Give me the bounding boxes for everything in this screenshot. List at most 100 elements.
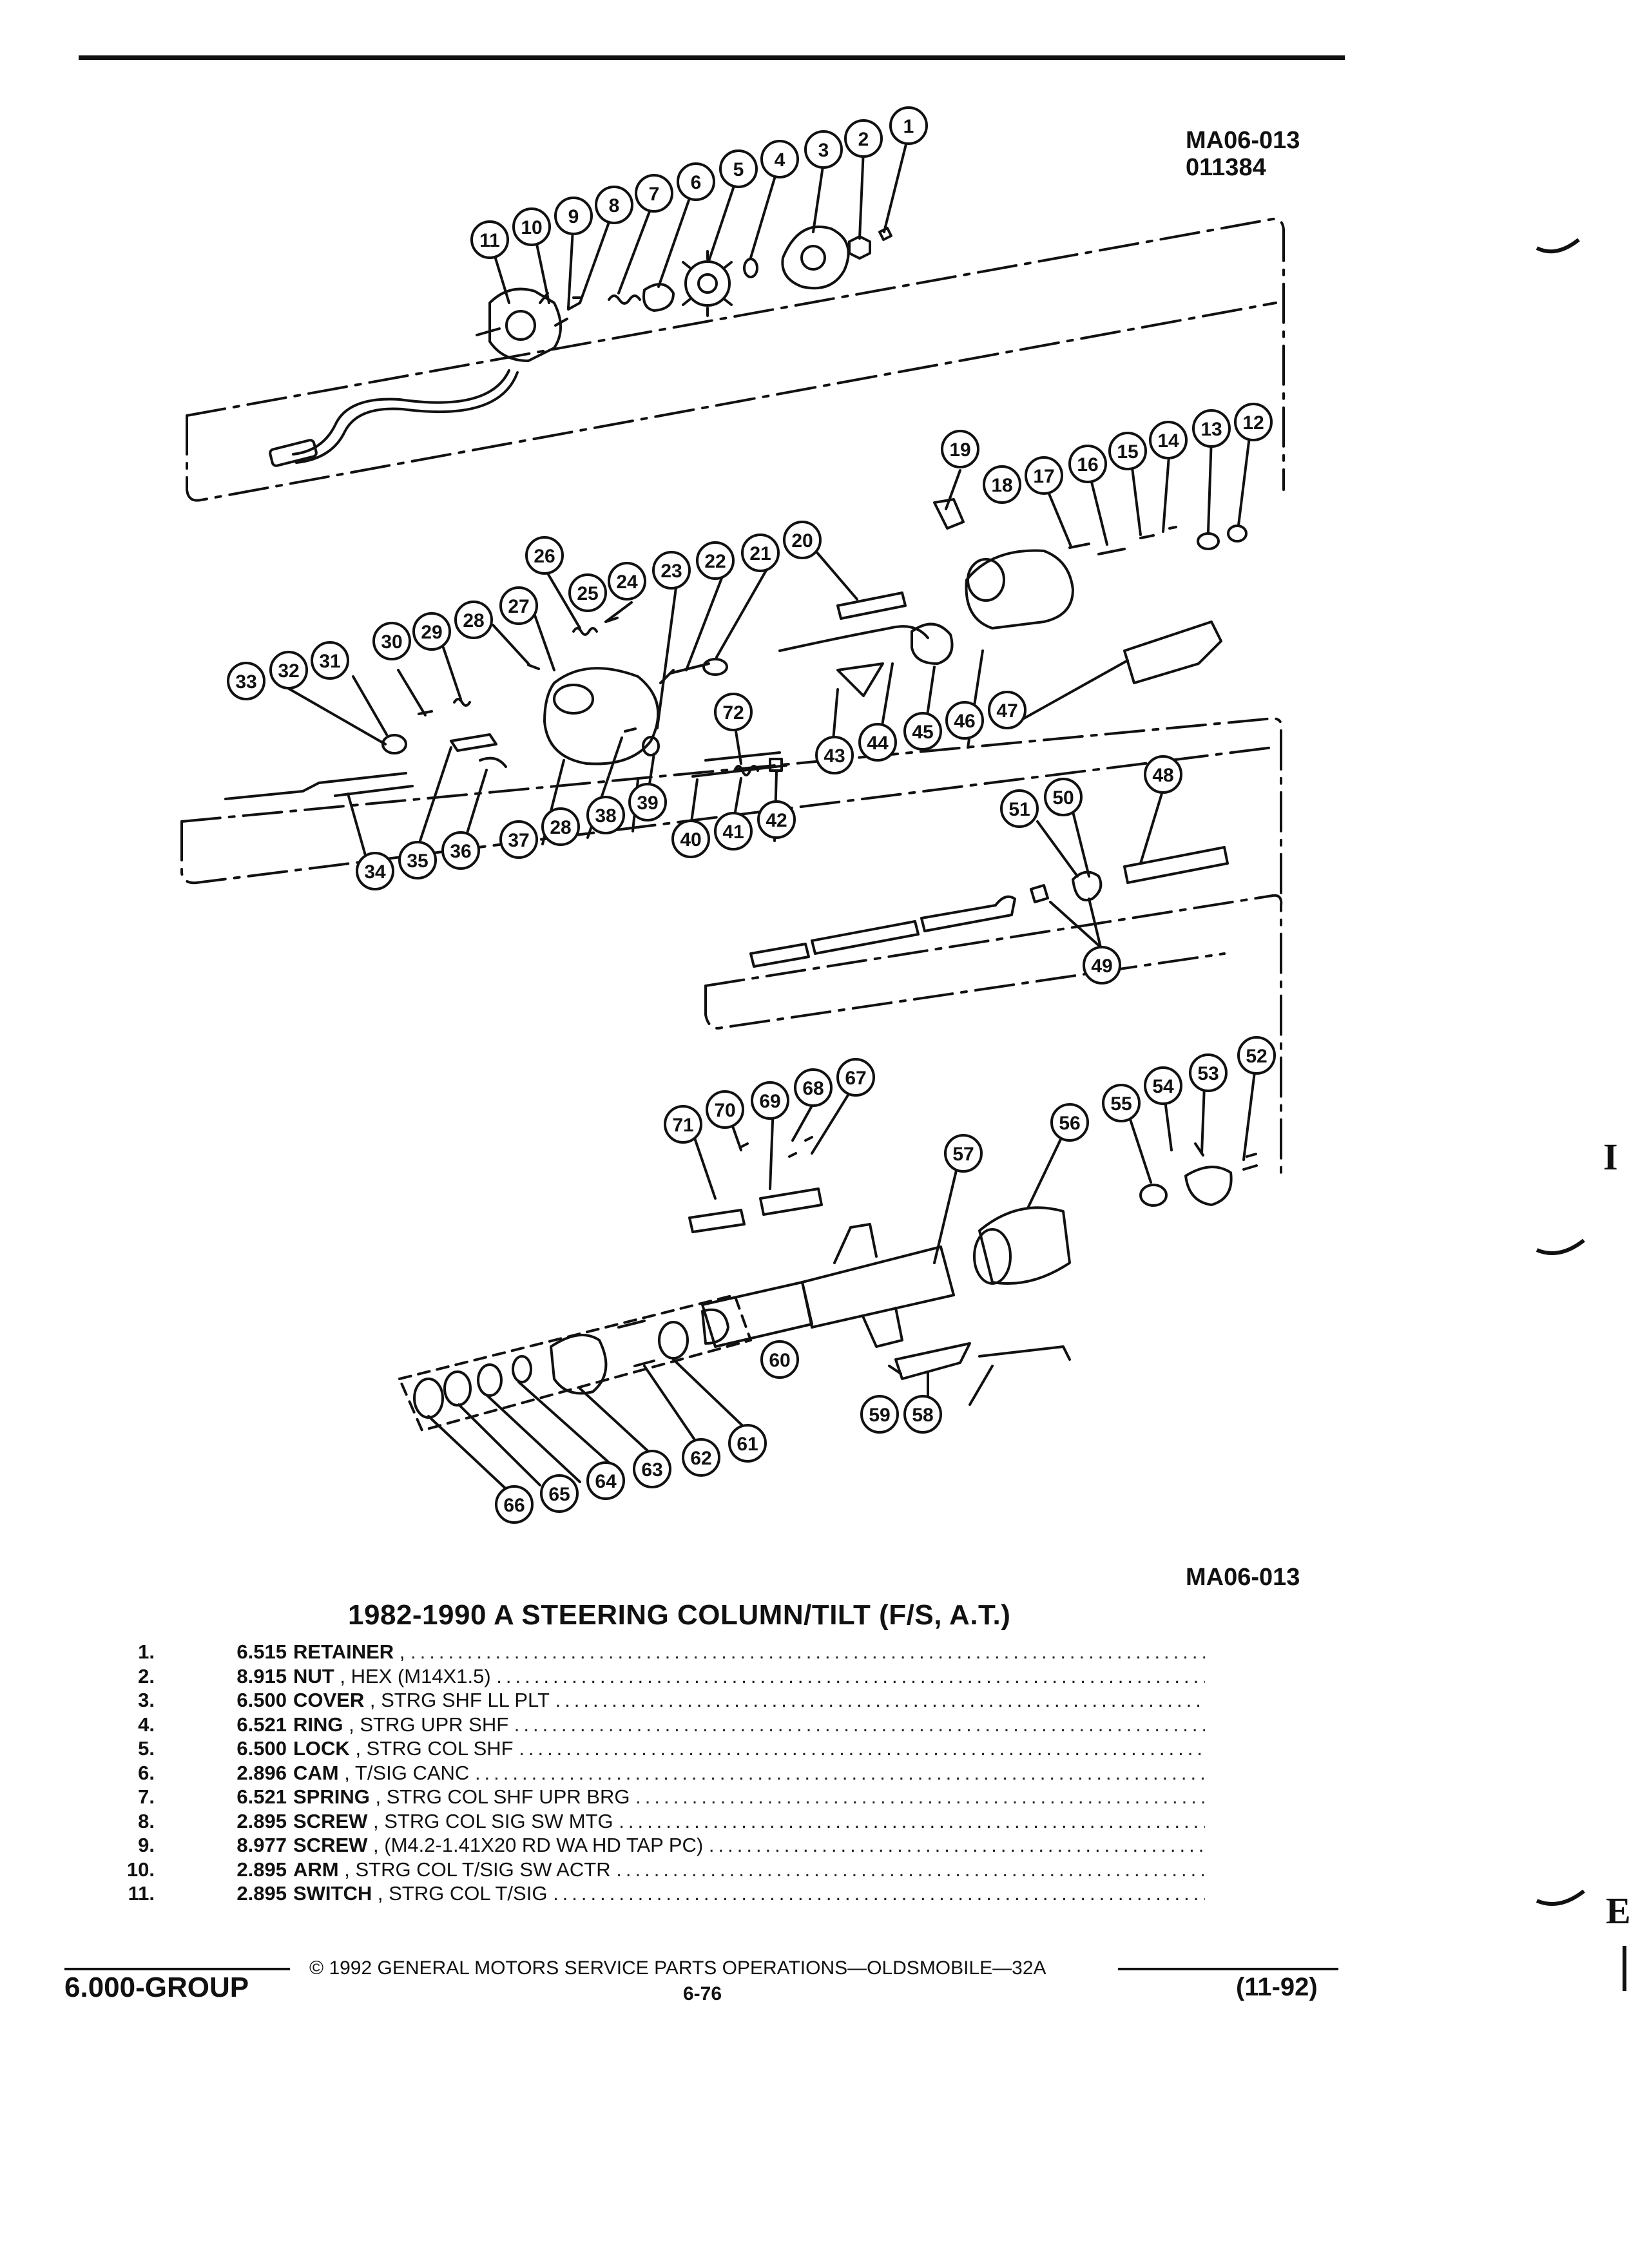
page-edge-marks <box>1536 238 1626 1991</box>
callout-42: 42 <box>766 810 787 831</box>
callout-36: 36 <box>450 841 471 862</box>
callout-26: 26 <box>534 546 555 567</box>
callout-21: 21 <box>749 543 771 564</box>
callout-40: 40 <box>680 829 701 850</box>
drawing-code: MA06-013 <box>1186 127 1300 154</box>
callout-32: 32 <box>278 660 299 682</box>
callout-3: 3 <box>818 140 829 161</box>
callout-29: 29 <box>421 622 442 643</box>
callout-47: 47 <box>996 700 1017 722</box>
callout-51: 51 <box>1008 799 1030 820</box>
drawing-number: 011384 <box>1186 154 1266 181</box>
callout-25: 25 <box>577 583 598 604</box>
callout-9: 9 <box>568 206 579 227</box>
callout-72: 72 <box>722 702 744 724</box>
edge-mark-i: I <box>1603 1136 1618 1178</box>
callout-44: 44 <box>867 733 889 754</box>
callout-60: 60 <box>769 1350 790 1371</box>
callout-55: 55 <box>1110 1093 1132 1115</box>
footer-rule-right <box>1118 1968 1338 1970</box>
callout-18: 18 <box>991 475 1012 496</box>
callout-50: 50 <box>1052 787 1074 809</box>
footer-page-number: 6-76 <box>683 1983 722 2004</box>
footer-date: (11-92) <box>1236 1973 1318 2001</box>
callout-49: 49 <box>1091 956 1112 977</box>
callout-17: 17 <box>1033 466 1054 487</box>
callout-48: 48 <box>1152 765 1173 786</box>
callout-39: 39 <box>637 793 658 814</box>
callout-28: 28 <box>463 610 484 631</box>
callout-14: 14 <box>1157 430 1179 452</box>
edge-mark-e: E <box>1606 1890 1629 1932</box>
callout-23: 23 <box>660 561 682 582</box>
callout-64: 64 <box>595 1471 617 1492</box>
callout-70: 70 <box>714 1100 735 1121</box>
callout-19: 19 <box>949 439 970 461</box>
exploded-parts-diagram: 1 2 3 4 5 6 7 8 9 10 11 12 13 14 15 16 1… <box>180 106 1285 1524</box>
callout-16: 16 <box>1077 454 1098 476</box>
callout-59: 59 <box>869 1405 890 1426</box>
callout-8: 8 <box>609 195 620 216</box>
callout-27: 27 <box>508 596 529 617</box>
callout-45: 45 <box>912 722 933 743</box>
footer-group: 6.000-GROUP <box>64 1972 249 2003</box>
callout-41: 41 <box>722 822 744 843</box>
callout-28b: 28 <box>550 817 571 838</box>
top-rule <box>79 55 1345 60</box>
callout-68: 68 <box>802 1078 824 1099</box>
callout-67: 67 <box>845 1068 866 1089</box>
callout-4: 4 <box>775 149 786 171</box>
callout-10: 10 <box>521 217 542 238</box>
callout-58: 58 <box>912 1405 933 1426</box>
callout-35: 35 <box>407 850 428 872</box>
callout-57: 57 <box>952 1144 974 1165</box>
callout-63: 63 <box>641 1459 662 1481</box>
callout-2: 2 <box>858 129 869 150</box>
callout-22: 22 <box>704 551 726 572</box>
callout-37: 37 <box>508 830 529 851</box>
callout-54: 54 <box>1152 1076 1174 1097</box>
callout-43: 43 <box>824 745 845 767</box>
callout-66: 66 <box>503 1495 525 1516</box>
callout-56: 56 <box>1059 1113 1080 1134</box>
callout-1: 1 <box>903 116 914 137</box>
callout-12: 12 <box>1242 412 1264 434</box>
callout-61: 61 <box>737 1434 758 1455</box>
callout-52: 52 <box>1246 1046 1267 1067</box>
callout-38: 38 <box>595 805 616 827</box>
callout-6: 6 <box>691 172 702 193</box>
callout-30: 30 <box>381 631 402 653</box>
callout-5: 5 <box>733 159 744 180</box>
callout-69: 69 <box>759 1091 780 1112</box>
callout-7: 7 <box>649 184 660 205</box>
callout-53: 53 <box>1197 1063 1219 1084</box>
callout-46: 46 <box>954 711 975 732</box>
callout-34: 34 <box>364 861 386 883</box>
callout-13: 13 <box>1200 419 1222 440</box>
footer-copyright: © 1992 GENERAL MOTORS SERVICE PARTS OPER… <box>309 1957 1046 1979</box>
callout-15: 15 <box>1117 441 1138 463</box>
callout-65: 65 <box>548 1484 570 1505</box>
page-title: 1982-1990 A STEERING COLUMN/TILT (F/S, A… <box>348 1599 1011 1631</box>
callout-31: 31 <box>319 651 340 672</box>
callout-24: 24 <box>616 572 638 593</box>
callout-11: 11 <box>479 230 500 251</box>
callout-20: 20 <box>791 530 813 552</box>
callout-33: 33 <box>235 671 256 693</box>
callout-71: 71 <box>672 1115 693 1136</box>
drawing-code-bottom: MA06-013 <box>1186 1564 1300 1591</box>
callout-62: 62 <box>690 1448 711 1469</box>
footer-rule-left <box>64 1968 290 1970</box>
